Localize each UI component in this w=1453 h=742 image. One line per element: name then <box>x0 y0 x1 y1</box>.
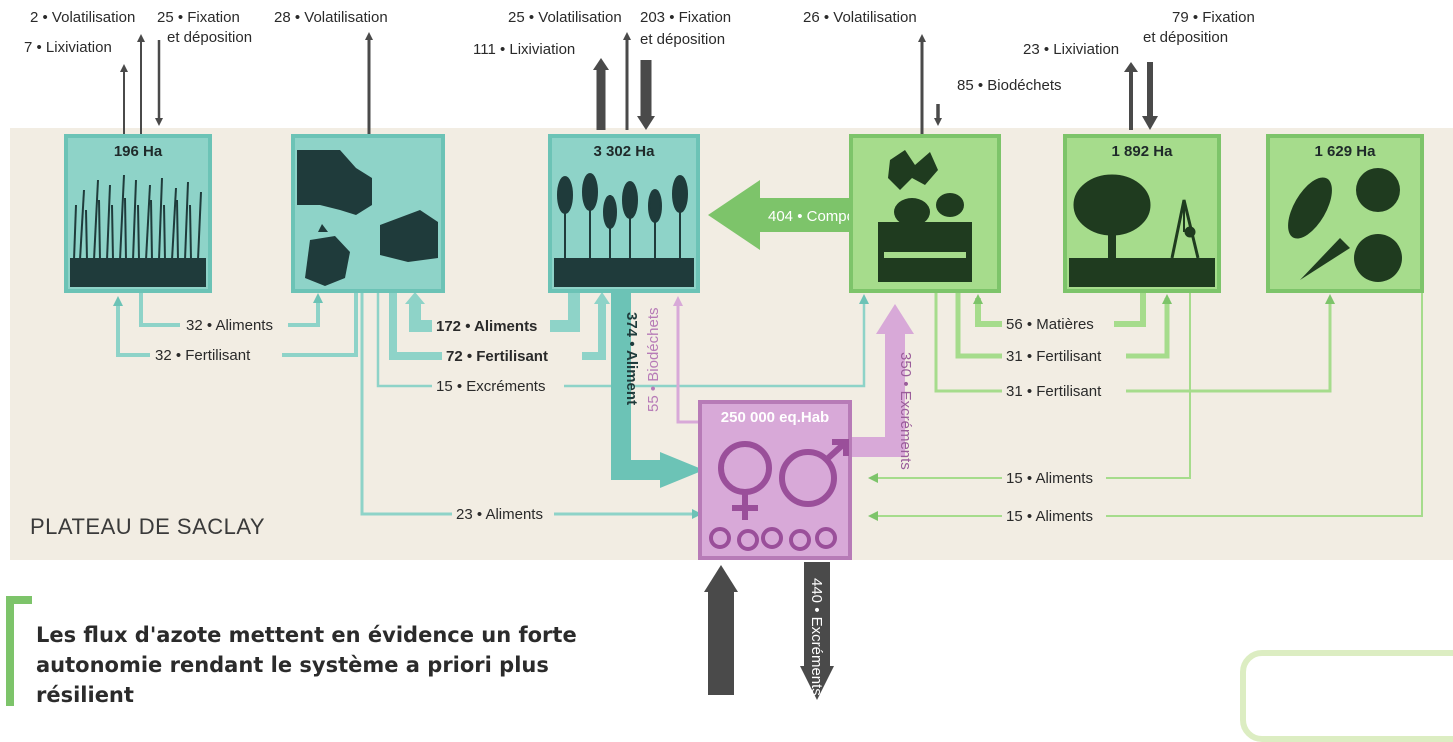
node-cereales-area: 3 302 Ha <box>594 143 656 160</box>
label-compost-verts-fertilisant: 31 • Fertilisant <box>1006 348 1102 365</box>
label-verts-fixation-2: et déposition <box>1143 29 1228 46</box>
label-elevage-compost-excrements: 15 • Excréments <box>436 378 545 395</box>
label-elevage-cereales-fertilisant: 72 • Fertilisant <box>446 348 548 365</box>
teal-flows <box>113 292 869 519</box>
node-prairie: 196 Ha <box>64 134 212 293</box>
label-verts-pop-aliments: 15 • Aliments <box>1006 470 1093 487</box>
tree-playground-icon <box>1073 174 1200 260</box>
external-flows <box>120 32 1158 700</box>
node-compostage <box>849 134 1001 293</box>
label-prairie-volatilisation: 2 • Volatilisation <box>30 9 135 26</box>
caption-accent-bar <box>6 596 14 706</box>
node-cereales: 3 302 Ha <box>548 134 700 293</box>
label-compost-biodechets: 85 • Biodéchets <box>957 77 1062 94</box>
caption-accent-top <box>6 596 32 604</box>
wheat-icon <box>557 173 688 258</box>
label-cereales-fixation: 203 • Fixation <box>640 9 731 26</box>
label-pop-excrements-out: 440 • Excréments <box>808 578 825 696</box>
label-cereales-volatilisation: 25 • Volatilisation <box>508 9 622 26</box>
node-maraichage: 1 629 Ha <box>1266 134 1424 293</box>
livestock-icon <box>297 150 438 286</box>
node-maraichage-area: 1 629 Ha <box>1315 143 1377 160</box>
nitrogen-flow-diagram: 2 • Volatilisation 7 • Lixiviation 25 • … <box>10 9 1453 700</box>
label-prairie-fixation-2: et déposition <box>167 29 252 46</box>
compost-arrow: 404 • Compost <box>708 180 867 250</box>
node-population-area: 250 000 eq.Hab <box>721 409 829 426</box>
label-elevage-prairie-fertilisant: 32 • Fertilisant <box>155 347 251 364</box>
label-prairie-lixiviation: 7 • Lixiviation <box>24 39 112 56</box>
corner-frame <box>1240 650 1453 742</box>
node-verts-area: 1 892 Ha <box>1112 143 1174 160</box>
node-population: 250 000 eq.Hab <box>698 400 852 560</box>
label-verts-fixation: 79 • Fixation <box>1172 9 1255 26</box>
node-elevage <box>291 134 445 293</box>
label-elevage-volatilisation: 28 • Volatilisation <box>274 9 388 26</box>
gender-symbols-icon <box>709 439 849 551</box>
diagram-canvas: 2 • Volatilisation 7 • Lixiviation 25 • … <box>10 9 1453 700</box>
label-cereales-pop-aliment: 374 • Aliment <box>623 312 640 405</box>
internal-labels: 32 • Aliments 32 • Fertilisant 172 • Ali… <box>150 308 1126 526</box>
label-prairie-elevage-aliments: 32 • Aliments <box>186 317 273 334</box>
label-compost-volatilisation: 26 • Volatilisation <box>803 9 917 26</box>
grass-icon <box>73 174 202 261</box>
label-cereales-lixiviation: 111 • Lixiviation <box>473 41 575 58</box>
label-pop-aliments-in: 400 • Aliments <box>736 592 753 687</box>
caption-text: Les flux d'azote mettent en évidence un … <box>36 623 577 707</box>
vegetables-icon <box>1288 168 1402 282</box>
label-prairie-fixation: 25 • Fixation <box>157 9 240 26</box>
label-compost-maraichage-fertilisant: 31 • Fertilisant <box>1006 383 1102 400</box>
label-maraichage-pop-aliments: 15 • Aliments <box>1006 508 1093 525</box>
label-compost-cereales: 404 • Compost <box>768 208 867 225</box>
label-verts-lixiviation: 23 • Lixiviation <box>1023 41 1119 58</box>
region-label: PLATEAU DE SACLAY <box>30 514 265 539</box>
label-cereales-fixation-2: et déposition <box>640 31 725 48</box>
node-prairie-area: 196 Ha <box>114 143 163 160</box>
label-pop-cereales-biodechets: 55 • Biodéchets <box>645 308 662 413</box>
node-espaces-verts: 1 892 Ha <box>1063 134 1221 293</box>
label-pop-compost-excrements: 350 • Excréments <box>897 352 914 470</box>
label-elevage-pop-aliments: 23 • Aliments <box>456 506 543 523</box>
label-verts-compost-matieres: 56 • Matières <box>1006 316 1094 333</box>
external-labels: 2 • Volatilisation 7 • Lixiviation 25 • … <box>24 9 1255 696</box>
label-cereales-elevage-aliments: 172 • Aliments <box>436 318 537 335</box>
